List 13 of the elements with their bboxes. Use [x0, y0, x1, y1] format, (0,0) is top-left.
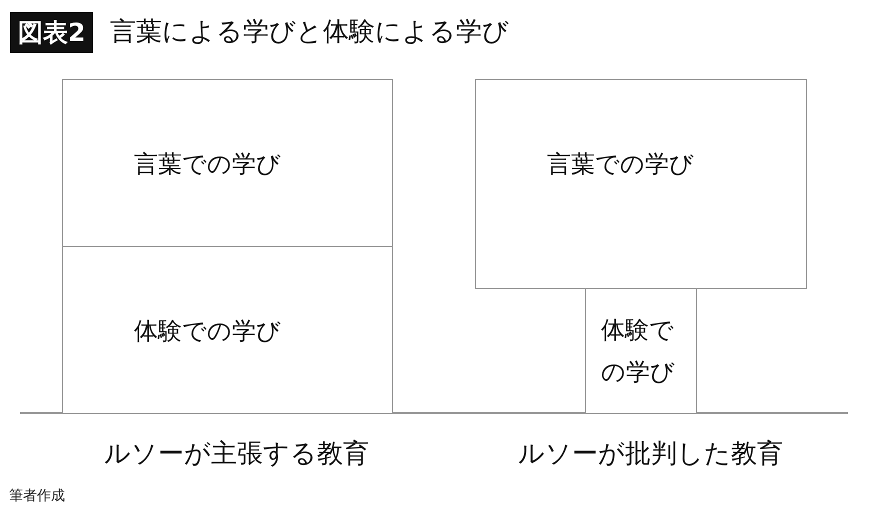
- group-caption: ルソーが批判した教育: [518, 438, 783, 471]
- title-text: 言葉による学びと体験による学び: [110, 16, 509, 49]
- learning-box: [585, 288, 697, 414]
- learning-label: 言葉での学び: [134, 149, 281, 180]
- learning-label: 言葉での学び: [547, 149, 694, 180]
- source-note: 筆者作成: [9, 487, 65, 505]
- group-caption: ルソーが主張する教育: [104, 438, 369, 471]
- learning-box: [475, 79, 807, 289]
- learning-label: 体験での学び: [601, 315, 676, 388]
- figure-number-tag: 図表2: [10, 12, 94, 53]
- learning-label: 体験での学び: [134, 316, 281, 347]
- learning-box: [62, 246, 393, 414]
- learning-box: [62, 79, 393, 247]
